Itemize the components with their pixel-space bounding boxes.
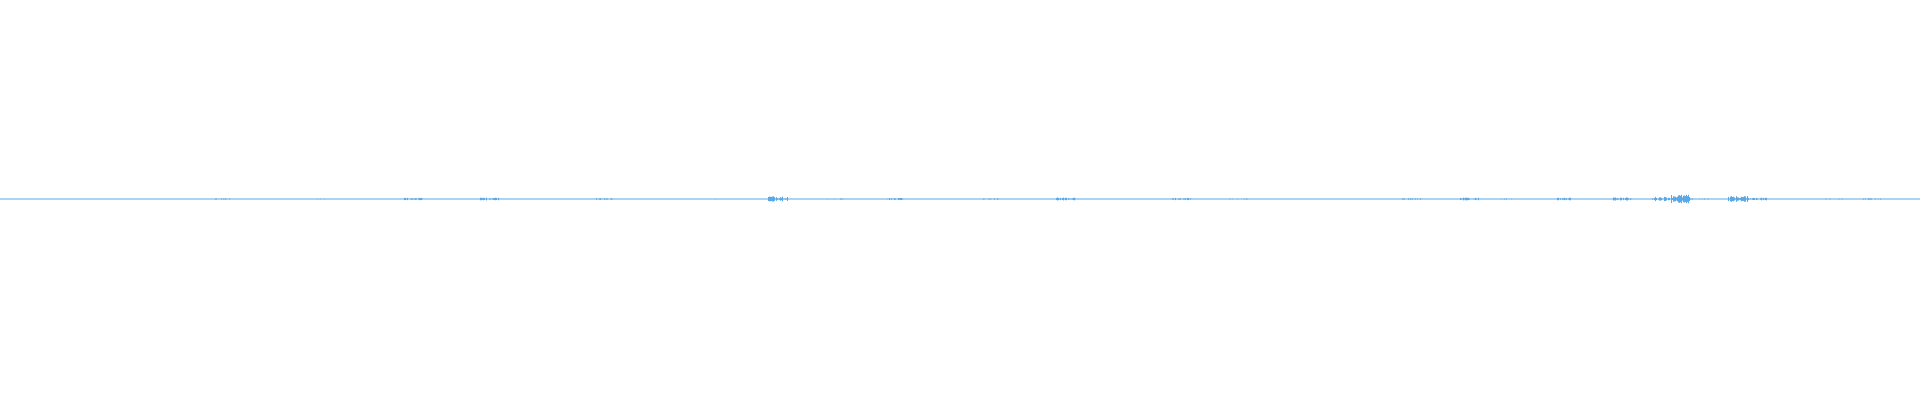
waveform-path [0, 194, 1920, 204]
